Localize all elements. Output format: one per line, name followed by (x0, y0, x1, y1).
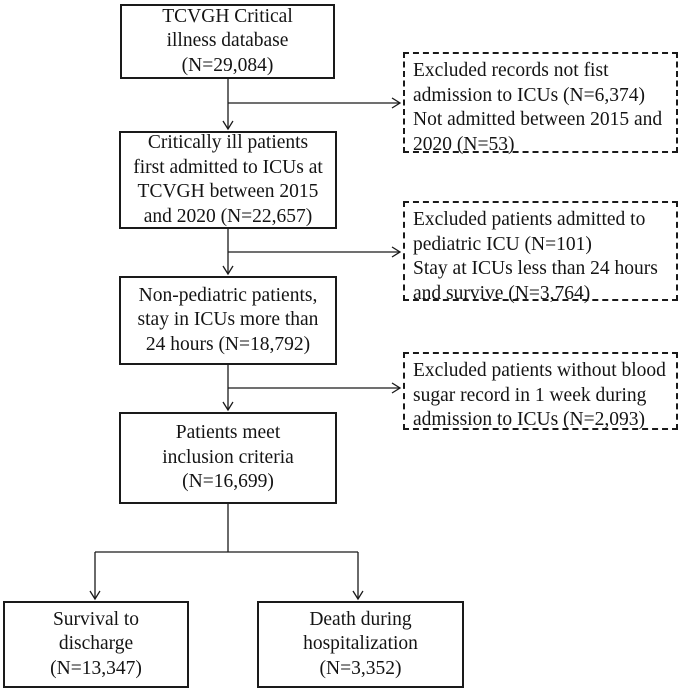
box-survival-line: (N=13,347) (50, 657, 142, 679)
box-non-pediatric-line: Non-pediatric patients, (138, 284, 318, 306)
box-death-line: Death during (309, 608, 412, 630)
box-inclusion: Patients meet inclusion criteria (N=16,6… (119, 412, 337, 504)
box-database-line: illness database (166, 30, 289, 52)
box-inclusion-line: Patients meet (175, 422, 281, 444)
box-database-line: TCVGH Critical (162, 5, 293, 27)
box-first-admitted: Critically ill patients first admitted t… (119, 131, 337, 229)
box-exclusion-1-line: Not admitted between 2015 and (413, 109, 663, 130)
box-first-admitted-line: Critically ill patients (147, 132, 309, 153)
box-exclusion-3-line: admission to ICUs (N=2,093) (413, 409, 645, 430)
box-exclusion-1-line: 2020 (N=53) (413, 133, 515, 155)
box-death-line: hospitalization (303, 633, 418, 655)
box-death-line: (N=3,352) (319, 657, 402, 679)
box-inclusion-line: inclusion criteria (162, 446, 294, 468)
box-survival: Survival to discharge (N=13,347) (3, 601, 189, 688)
box-survival-line: discharge (58, 633, 134, 655)
box-exclusion-2: Excluded patients admitted to pediatric … (403, 201, 678, 304)
box-exclusion-1: Excluded records not fist admission to I… (403, 52, 678, 155)
box-exclusion-2-line: and survive (N=3,764) (413, 282, 591, 304)
box-death: Death during hospitalization (N=3,352) (257, 601, 464, 688)
box-inclusion-line: (N=16,699) (182, 471, 274, 493)
box-first-admitted-line: first admitted to ICUs at (133, 156, 323, 178)
box-exclusion-2-line: pediatric ICU (N=101) (413, 233, 592, 255)
box-database: TCVGH Critical illness database (N=29,08… (120, 4, 335, 79)
box-exclusion-2-line: Stay at ICUs less than 24 hours (413, 258, 658, 279)
box-exclusion-1-line: Excluded records not fist (413, 60, 609, 81)
box-first-admitted-line: TCVGH between 2015 (137, 181, 319, 202)
box-non-pediatric-line: stay in ICUs more than (137, 309, 319, 331)
box-exclusion-1-line: admission to ICUs (N=6,374) (413, 84, 645, 106)
box-exclusion-3-line: Excluded patients without blood (413, 360, 666, 381)
box-exclusion-3-line: sugar record in 1 week during (413, 384, 647, 406)
box-exclusion-2-line: Excluded patients admitted to (413, 209, 646, 230)
box-first-admitted-line: and 2020 (N=22,657) (143, 205, 313, 227)
box-non-pediatric: Non-pediatric patients, stay in ICUs mor… (119, 276, 337, 365)
box-non-pediatric-line: 24 hours (N=18,792) (145, 333, 311, 355)
box-survival-line: Survival to (52, 608, 140, 630)
box-database-line: (N=29,084) (181, 54, 274, 76)
box-exclusion-3: Excluded patients without blood sugar re… (403, 352, 678, 430)
